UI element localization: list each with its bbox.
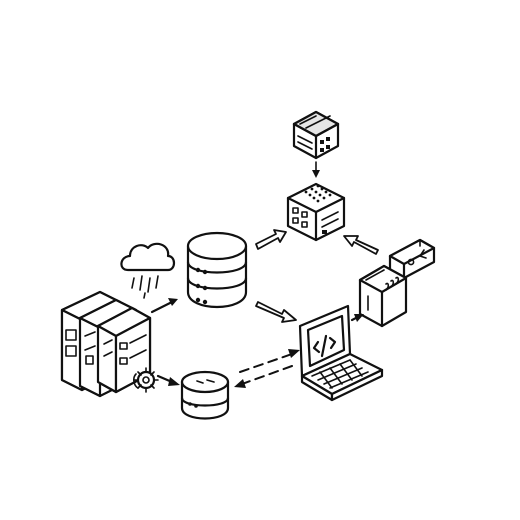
cube-server-icon (286, 182, 346, 242)
server-rack-icon (60, 290, 152, 398)
rain-cloud-icon (120, 242, 176, 299)
arrow-database-to-hub (255, 229, 287, 250)
server-box-icon (292, 110, 340, 160)
laptop-code-icon (298, 304, 384, 402)
dashed-arrow-laptop-to-database (234, 365, 293, 388)
arrow-database-to-laptop (255, 301, 297, 323)
dashed-arrow-database-to-laptop (239, 349, 300, 373)
arrow-gear-to-database (156, 374, 180, 386)
database-small-icon (180, 370, 230, 420)
gear-icon (133, 367, 159, 393)
arrow-rack-to-database (150, 298, 178, 314)
database-icon (186, 231, 248, 309)
router-icon (388, 238, 436, 280)
arrow-router-to-hub (343, 235, 379, 255)
storage-box-icon (358, 264, 408, 328)
arrow-server-to-hub (312, 161, 320, 178)
arrow-laptop-to-storage (350, 314, 364, 322)
